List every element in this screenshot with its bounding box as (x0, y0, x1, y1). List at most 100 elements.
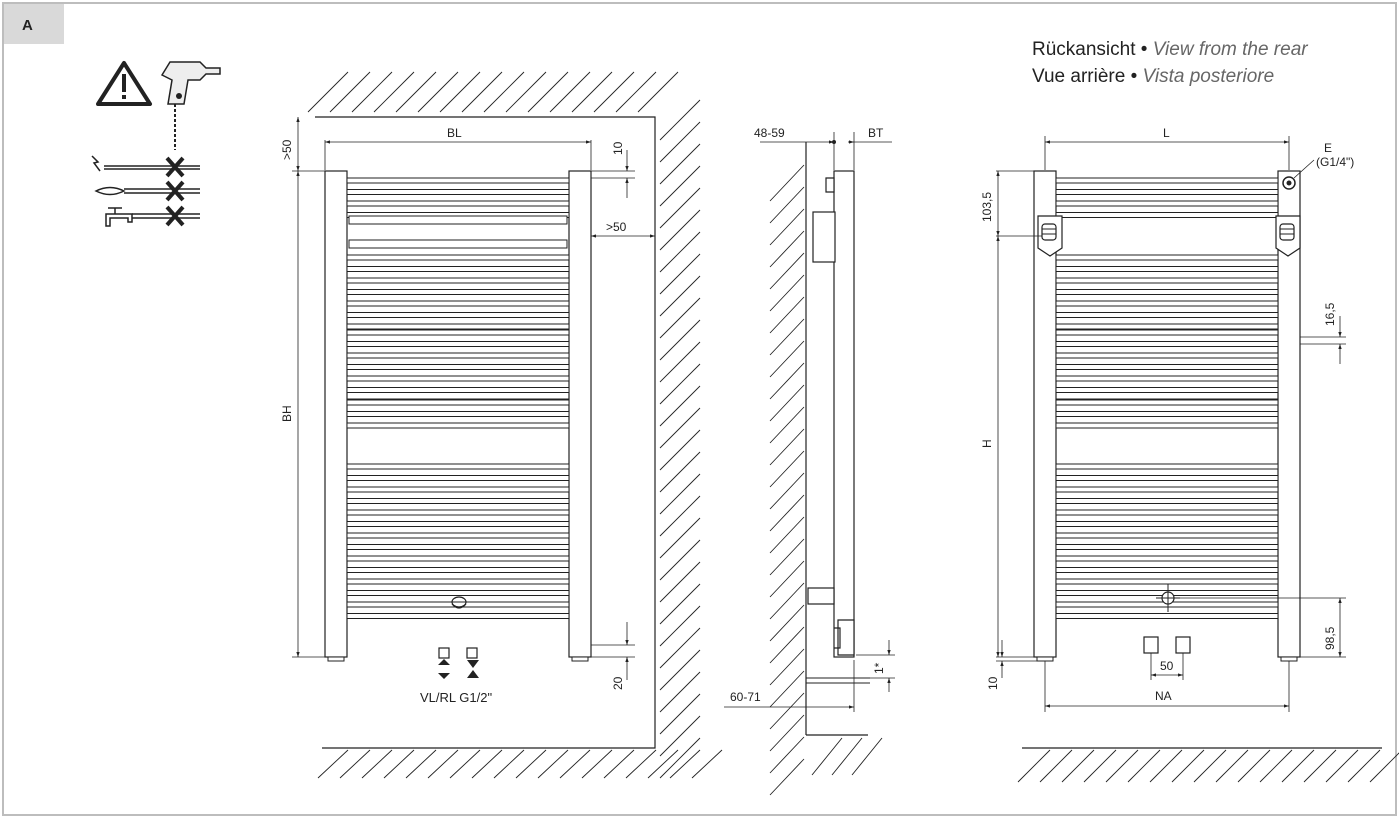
dim-footnote: 1* (872, 662, 886, 674)
title-alt-it: Vista posteriore (1143, 66, 1275, 87)
heating-bar (1055, 387, 1279, 393)
title-main-fr: Vue arrière (1032, 66, 1125, 87)
vent-thread: (G1/4") (1316, 155, 1354, 169)
heating-bar (1055, 463, 1279, 470)
heating-bar (1055, 613, 1279, 619)
heating-bar (346, 578, 570, 585)
front-view: VL/RL G1/2" BL BH >50 10 >50 20 (280, 71, 723, 779)
heating-bar (346, 200, 570, 207)
heating-bar (1055, 475, 1279, 481)
heating-bar (1055, 212, 1279, 218)
heating-bar (346, 399, 570, 406)
vent-label: E (1324, 141, 1332, 155)
heating-bar (346, 352, 570, 359)
flow-arrow-icon (438, 659, 450, 679)
title-main-de: Rückansicht (1032, 39, 1136, 60)
view-title: Rückansicht • View from the rear Vue arr… (1032, 39, 1308, 87)
heating-bar (1055, 352, 1279, 359)
heating-bar (1055, 375, 1279, 382)
heating-bar (346, 475, 570, 481)
dim-clear-side: >50 (606, 220, 627, 234)
dim-connection-distance: NA (1155, 689, 1172, 703)
heating-bar (1055, 329, 1279, 336)
heating-bar (348, 239, 568, 249)
electric-line-icon (91, 155, 200, 178)
heating-bar (1055, 486, 1279, 493)
side-view: 48-59 BT 60-71 1* (724, 126, 895, 796)
heating-bar (1055, 567, 1279, 573)
heating-bar (1055, 277, 1279, 284)
rear-floor-hatch (1017, 749, 1399, 783)
front-wall-hatch-top (307, 71, 679, 113)
heating-bar (346, 509, 570, 516)
panel-label: A (4, 4, 64, 44)
rear-return-pipe (1175, 636, 1191, 654)
heating-bar (346, 411, 570, 417)
heating-bar (1055, 521, 1279, 527)
heating-bar (346, 300, 570, 307)
right-upright (568, 170, 592, 658)
heating-bar (1055, 289, 1279, 295)
rear-heating-bars (1055, 177, 1279, 619)
heating-bar (1055, 544, 1279, 550)
return-arrow-icon (467, 660, 479, 678)
heating-bar (1055, 254, 1279, 261)
heating-bar (346, 277, 570, 284)
drill-icon (160, 61, 221, 150)
dim-bl: BL (447, 126, 462, 140)
connection-label: VL/RL G1/2" (420, 690, 492, 705)
rear-valve (1156, 584, 1180, 612)
dim-bh: BH (280, 405, 294, 422)
front-wall-hatch-right (659, 99, 701, 779)
heating-bar (346, 567, 570, 573)
rear-supply-pipe (1143, 636, 1159, 654)
heating-bar (346, 544, 570, 550)
rear-view: E (G1/4") L H 103,5 16,5 (980, 126, 1399, 783)
left-upright (324, 170, 348, 658)
front-wall (315, 116, 656, 749)
warning-icon (96, 61, 152, 106)
heating-bar (346, 555, 570, 562)
heating-bar (346, 521, 570, 527)
heating-bar (1055, 341, 1279, 347)
heating-bar (346, 613, 570, 619)
dim-top-bracket: 103,5 (980, 192, 994, 222)
dim-clear-top: >50 (280, 139, 294, 160)
water-tap-line-icon (105, 205, 200, 227)
heating-bar (1055, 498, 1279, 504)
heating-bar (1055, 312, 1279, 318)
left-foot (327, 656, 345, 662)
heating-bar (1055, 189, 1279, 195)
heating-bar (346, 312, 570, 318)
side-bracket-bottom (807, 587, 835, 605)
side-radiator-body (833, 170, 855, 658)
return-pipe (466, 647, 478, 659)
side-wall-hatch (769, 164, 805, 796)
heating-bar (346, 177, 570, 184)
heating-bar (1055, 300, 1279, 307)
heating-bar (346, 329, 570, 336)
heating-bar (346, 486, 570, 493)
dim-pipe-distance: 60-71 (730, 690, 761, 704)
heating-bar (346, 323, 570, 330)
heating-bar (1055, 266, 1279, 272)
front-heating-bars (346, 177, 570, 619)
svg-text:Vue arrière • Vist: Vue arrière • Vista posteriore (1032, 66, 1274, 87)
dim-gap-bottom: 20 (611, 676, 625, 690)
heating-bar (346, 532, 570, 539)
heating-bar (346, 422, 570, 429)
title-alt-en: View from the rear (1153, 39, 1309, 60)
heating-bar (1055, 532, 1279, 539)
heating-bar (1055, 399, 1279, 406)
heating-bar (1055, 509, 1279, 516)
vent-valve-icon (1282, 159, 1315, 190)
supply-pipe (438, 647, 450, 659)
dim-depth: BT (868, 126, 884, 140)
right-foot (571, 656, 589, 662)
dim-length: L (1163, 126, 1170, 140)
heating-bar (346, 601, 570, 608)
heating-bar (346, 375, 570, 382)
heating-bar (1055, 200, 1279, 207)
